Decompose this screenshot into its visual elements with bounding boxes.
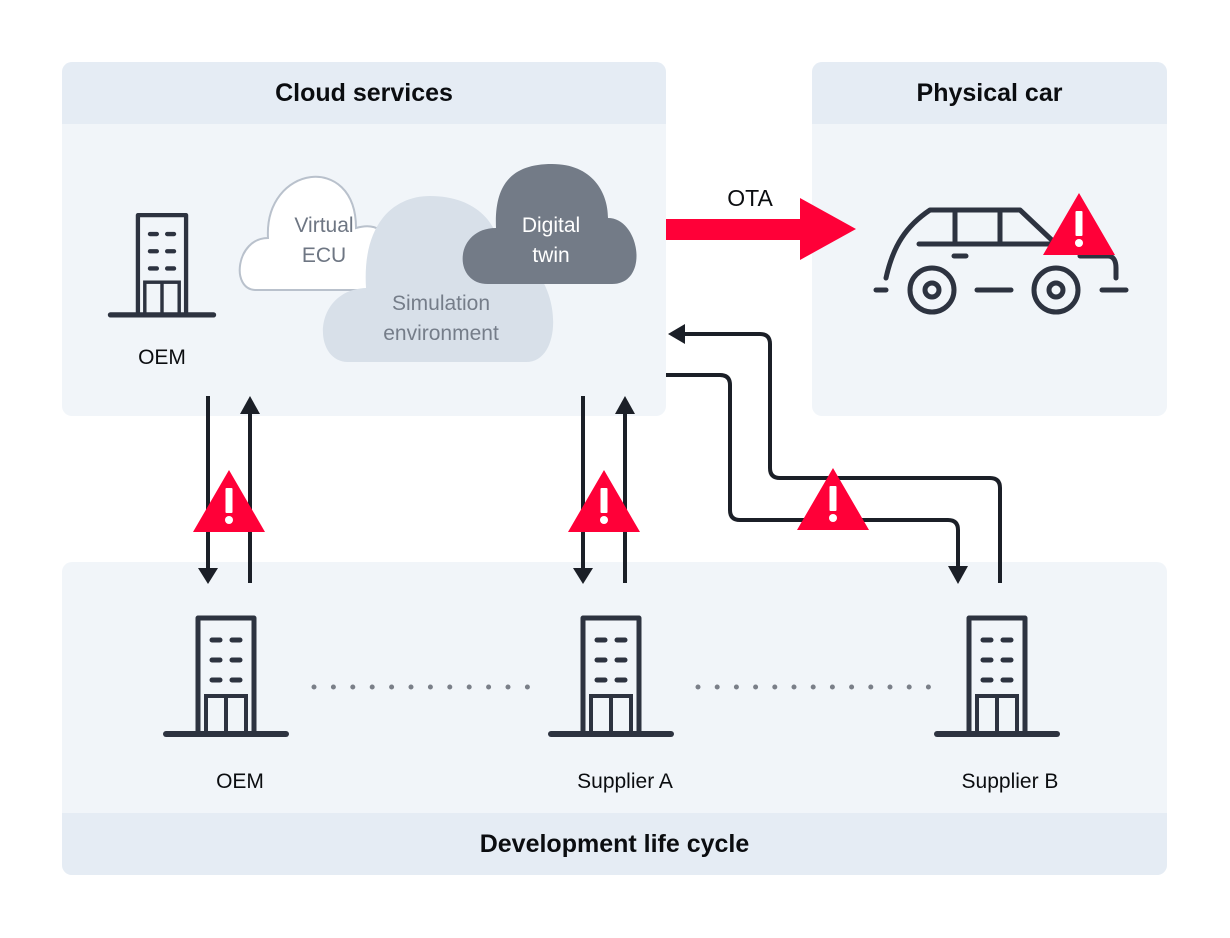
supplier-b-building-icon	[937, 618, 1057, 734]
dev-oem-building-icon	[166, 618, 286, 734]
digital-twin-label: Digital twin	[522, 211, 580, 271]
physical-car-panel: Physical car	[812, 62, 1167, 416]
physical-car-title: Physical car	[812, 62, 1167, 124]
dev-oem-label: OEM	[216, 770, 264, 793]
cloud-oem-label: OEM	[138, 346, 186, 369]
supplier-a-label: Supplier A	[577, 770, 673, 793]
digital-twin-cloud	[462, 164, 637, 284]
cloud-oem-building-icon	[110, 215, 213, 315]
simulation-environment-label: Simulation environment	[383, 289, 499, 349]
oem-link-warning-triangle-icon	[193, 470, 265, 532]
virtual-ecu-label: Virtual ECU	[294, 211, 353, 271]
development-life-cycle-title: Development life cycle	[62, 813, 1167, 875]
digital-twin-label-line1: Digital	[521, 214, 581, 237]
supplier-a-link-warning-triangle-icon	[568, 470, 640, 532]
car-warning-triangle-icon	[1043, 193, 1115, 255]
virtual-ecu-label-line2: ECU	[301, 244, 347, 267]
virtual-ecu-label-line1: Virtual	[294, 214, 354, 237]
development-life-cycle-panel: Development life cycle	[62, 562, 1167, 875]
ota-label: OTA	[727, 185, 773, 211]
cloud-services-title: Cloud services	[62, 62, 666, 124]
supplier-b-label: Supplier B	[961, 770, 1059, 793]
oem-data-flow-arrows	[198, 396, 260, 584]
supplier-a-building-icon	[551, 618, 671, 734]
simulation-label-line1: Simulation	[391, 292, 491, 315]
supplier-b-data-flow-arrows	[666, 324, 1002, 584]
simulation-label-line2: environment	[383, 322, 499, 345]
supplier-a-data-flow-arrows	[573, 396, 635, 584]
ota-arrow	[666, 198, 856, 260]
digital-twin-label-line2: twin	[532, 244, 570, 267]
